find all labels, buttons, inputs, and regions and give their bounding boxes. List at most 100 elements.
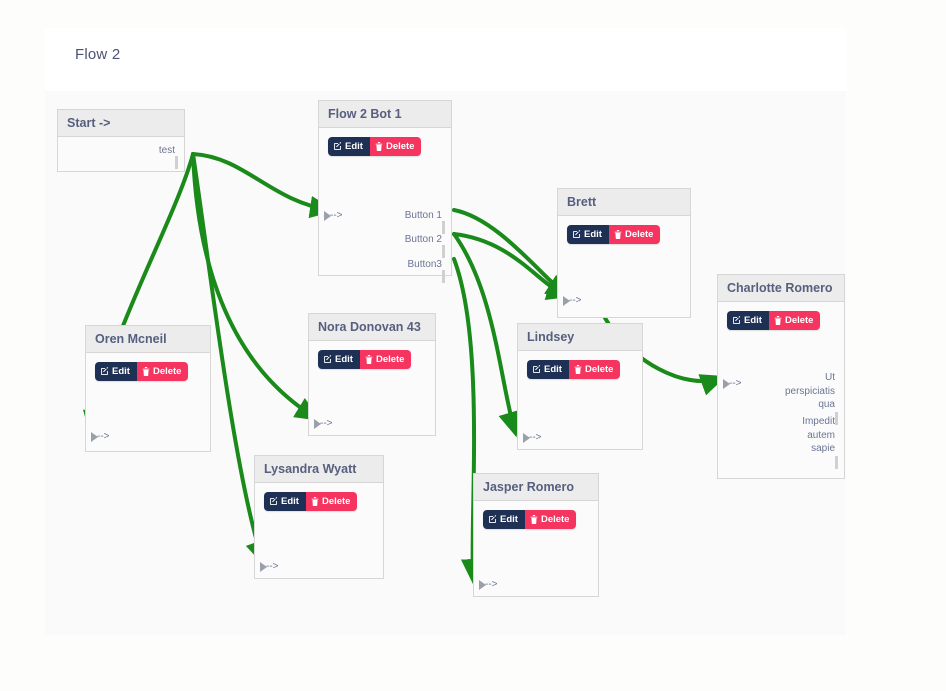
delete-button[interactable]: Delete <box>524 510 577 529</box>
edit-icon <box>100 367 109 376</box>
output-port-label: Button 2 <box>404 234 442 245</box>
edit-button-label: Edit <box>112 365 130 377</box>
node-title: Nora Donovan 43 <box>309 314 435 341</box>
delete-button[interactable]: Delete <box>768 311 821 330</box>
input-port[interactable]: --> <box>723 379 742 389</box>
port-arrow-icon <box>260 562 267 572</box>
flow-header-card: Flow 2 <box>45 28 846 91</box>
flow-edge <box>452 208 572 299</box>
input-port[interactable]: --> <box>260 561 279 572</box>
edit-button-label: Edit <box>584 228 602 240</box>
edit-icon <box>269 497 278 506</box>
trash-icon <box>375 142 383 151</box>
output-port-label: Button3 <box>407 259 442 270</box>
edit-button[interactable]: Edit <box>95 362 137 381</box>
delete-button-label: Delete <box>152 365 182 377</box>
port-connector-icon <box>442 221 445 234</box>
edit-button[interactable]: Edit <box>567 225 609 244</box>
edit-button[interactable]: Edit <box>527 360 569 379</box>
node-actions: Edit Delete <box>483 510 577 529</box>
flow-node-nora[interactable]: Nora Donovan 43 Edit Delete --> <box>308 313 436 436</box>
input-port-label: --> <box>97 431 110 442</box>
flow-node-start[interactable]: Start -> test <box>57 109 185 172</box>
delete-button[interactable]: Delete <box>608 225 661 244</box>
edit-icon <box>323 355 332 364</box>
node-title: Lysandra Wyatt <box>255 456 383 483</box>
input-port[interactable]: --> <box>91 431 110 442</box>
output-port-label: perspiciatis <box>784 385 835 397</box>
node-body: Edit Delete --> <box>558 216 690 317</box>
flow-edge <box>452 232 521 438</box>
delete-button-label: Delete <box>624 228 654 240</box>
output-port-label: Button 1 <box>404 210 442 221</box>
edit-button[interactable]: Edit <box>727 311 769 330</box>
trash-icon <box>614 230 622 239</box>
node-title: Brett <box>558 189 690 216</box>
node-title: Lindsey <box>518 324 642 351</box>
output-port[interactable]: Button 2 <box>404 234 445 258</box>
output-port-label: Ut <box>825 372 835 383</box>
edit-button[interactable]: Edit <box>483 510 525 529</box>
node-actions: Edit Delete <box>567 225 661 244</box>
port-arrow-icon <box>523 433 530 443</box>
input-port[interactable]: --> <box>324 210 343 221</box>
trash-icon <box>365 355 373 364</box>
edit-icon <box>572 230 581 239</box>
input-port-label: --> <box>266 561 279 572</box>
port-arrow-icon <box>324 211 331 221</box>
port-connector-icon <box>175 156 178 169</box>
output-port[interactable]: Button3 <box>407 259 445 283</box>
node-body: Edit Delete --> <box>309 341 435 435</box>
node-actions: Edit Delete <box>95 362 189 381</box>
input-port-label: --> <box>330 210 343 221</box>
delete-button[interactable]: Delete <box>136 362 189 381</box>
output-port-label: test <box>158 145 175 156</box>
flow-edge <box>452 257 484 585</box>
edit-button[interactable]: Edit <box>318 350 360 369</box>
port-arrow-icon <box>563 296 570 306</box>
node-actions: Edit Delete <box>328 137 422 156</box>
input-port[interactable]: --> <box>314 418 333 429</box>
edit-button-label: Edit <box>335 353 353 365</box>
delete-button[interactable]: Delete <box>568 360 621 379</box>
output-port[interactable]: test <box>158 145 178 169</box>
input-port-label: --> <box>569 295 582 306</box>
node-body: test <box>58 137 184 171</box>
input-port[interactable]: --> <box>563 295 582 306</box>
input-port[interactable]: --> <box>523 432 542 443</box>
node-body: Edit Delete --> Button 1 Button 2 Button3 <box>319 128 451 283</box>
input-port[interactable]: --> <box>479 580 498 590</box>
edit-button-label: Edit <box>281 495 299 507</box>
delete-button[interactable]: Delete <box>305 492 358 511</box>
delete-button[interactable]: Delete <box>369 137 422 156</box>
delete-button-label: Delete <box>540 513 570 525</box>
input-port-label: --> <box>320 418 333 429</box>
output-port[interactable]: Button 1 <box>404 210 445 234</box>
delete-button[interactable]: Delete <box>359 350 412 369</box>
input-port-label: --> <box>529 432 542 443</box>
edit-button[interactable]: Edit <box>328 137 370 156</box>
port-connector-icon <box>835 411 838 425</box>
delete-button-label: Delete <box>385 140 415 152</box>
trash-icon <box>311 497 319 506</box>
edit-icon <box>333 142 342 151</box>
output-port-label: autem <box>807 429 835 441</box>
node-title: Start -> <box>58 110 184 137</box>
delete-button-label: Delete <box>375 353 405 365</box>
node-body: Edit Delete --> <box>474 501 598 596</box>
edit-button[interactable]: Edit <box>264 492 306 511</box>
